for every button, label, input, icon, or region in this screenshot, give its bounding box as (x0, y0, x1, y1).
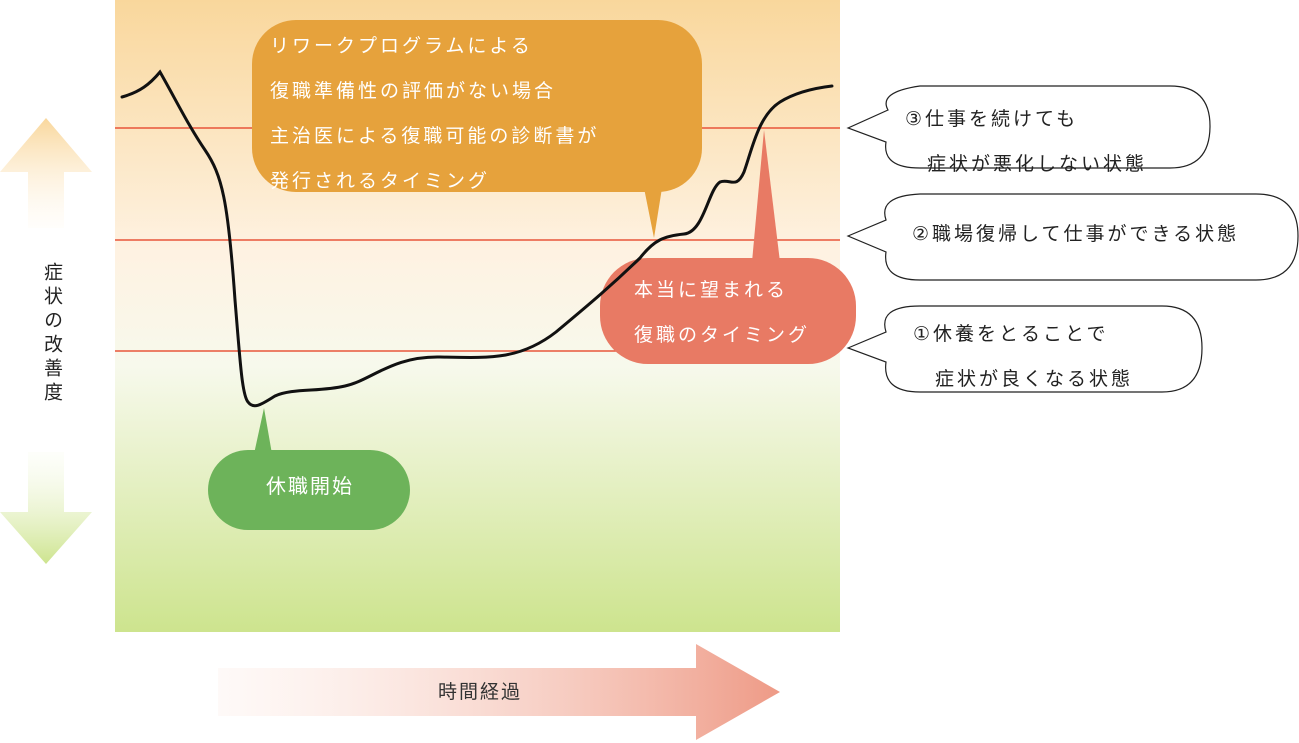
callout-rework-line: 主治医による復職可能の診断書が (270, 125, 600, 147)
callout-leave-bubble (208, 450, 410, 530)
state-1-line: 症状が良くなる状態 (935, 368, 1134, 390)
callout-leave-text: 休職開始 (266, 474, 354, 498)
vertical-axis-label: 症状の改善度 (41, 262, 63, 406)
state-1-bubble (846, 305, 1203, 393)
callout-rework-line: リワークプログラムによる (270, 35, 533, 57)
callout-rework-line: 発行されるタイミング (270, 170, 491, 192)
arrow-up-icon (0, 118, 92, 228)
callout-desired-bubble (600, 258, 856, 364)
state-3-bubble (846, 85, 1211, 169)
recovery-curve (120, 69, 834, 408)
arrow-time-icon (218, 644, 780, 740)
callout-rework-text: リワークプログラムによる 復職準備性の評価がない場合 主治医による復職可能の診断… (270, 24, 690, 204)
horizontal-axis-label: 時間経過 (437, 681, 522, 703)
state-2-bubble (846, 193, 1299, 281)
callout-desired-line: 復職のタイミング (634, 324, 811, 346)
callout-rework-line: 復職準備性の評価がない場合 (270, 80, 557, 102)
state-1-text: ①休養をとることで 症状が良くなる状態 (913, 312, 1213, 402)
callout-rework-pointer (644, 188, 662, 238)
callout-desired-text: 本当に望まれる 復職のタイミング (634, 268, 854, 358)
state-3-line: ③仕事を続けても (905, 108, 1079, 130)
state-3-text: ③仕事を続けても 症状が悪化しない状態 (905, 97, 1205, 187)
callout-desired-line: 本当に望まれる (634, 279, 789, 301)
callout-desired-pointer (752, 130, 780, 262)
state-3-line: 症状が悪化しない状態 (927, 153, 1148, 175)
callout-leave-pointer (254, 408, 272, 454)
state-1-line: ①休養をとることで (913, 323, 1109, 345)
state-2-text: ②職場復帰して仕事ができる状態 (912, 223, 1240, 245)
arrow-down-icon (0, 452, 92, 564)
callout-rework-bubble (252, 20, 702, 192)
